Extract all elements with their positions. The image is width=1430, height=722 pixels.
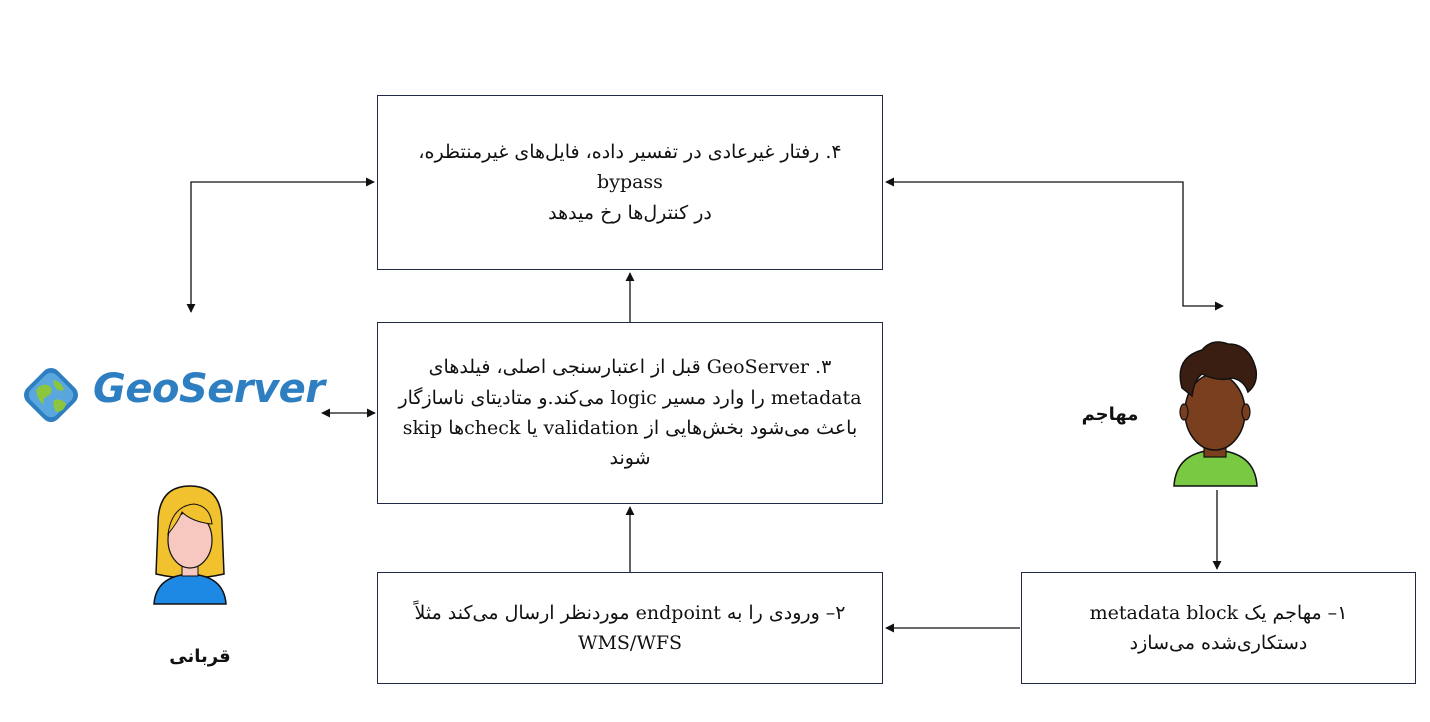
geoserver-logo: GeoServer	[18, 360, 325, 430]
step1-line2: دستکاری‌شده می‌سازد	[1129, 632, 1308, 654]
geoserver-logo-text: GeoServer	[93, 366, 325, 412]
step2-line1: ۲– ورودی را به endpoint موردنظر ارسال می…	[414, 601, 846, 624]
step4-line1: ۴. رفتار غیرعادی در تفسیر داده، فایل‌های…	[418, 140, 842, 194]
step1-line1: ۱– مهاجم یک metadata block	[1089, 601, 1348, 624]
victim-label: قربانی	[169, 646, 231, 667]
step3-line3: باعث می‌شود بخش‌هایی از validation یا ch…	[402, 417, 858, 439]
step4-box: ۴. رفتار غیرعادی در تفسیر داده، فایل‌های…	[377, 95, 883, 270]
step3-line1: ۳. GeoServer قبل از اعتبارسنجی اصلی، فیل…	[428, 356, 832, 379]
attacker-label: مهاجم	[1081, 404, 1139, 425]
step2-line2: WMS/WFS	[577, 632, 683, 654]
attacker-avatar-icon	[1173, 341, 1258, 487]
step1-box: ۱– مهاجم یک metadata block دستکاری‌شده م…	[1021, 572, 1416, 684]
arrow-step4-to-geoserver	[186, 177, 375, 313]
step4-line2: در کنترل‌ها رخ میدهد	[548, 201, 712, 224]
victim-avatar-icon	[153, 485, 227, 605]
geoserver-globe-icon	[24, 368, 78, 422]
arrow-step4-to-attacker	[885, 177, 1224, 311]
step3-line4: شوند	[609, 447, 651, 470]
step3-box: ۳. GeoServer قبل از اعتبارسنجی اصلی، فیل…	[377, 322, 883, 504]
step3-line2: metadata را وارد مسیر logic می‌کند.و متا…	[398, 386, 862, 409]
step2-box: ۲– ورودی را به endpoint موردنظر ارسال می…	[377, 572, 883, 684]
